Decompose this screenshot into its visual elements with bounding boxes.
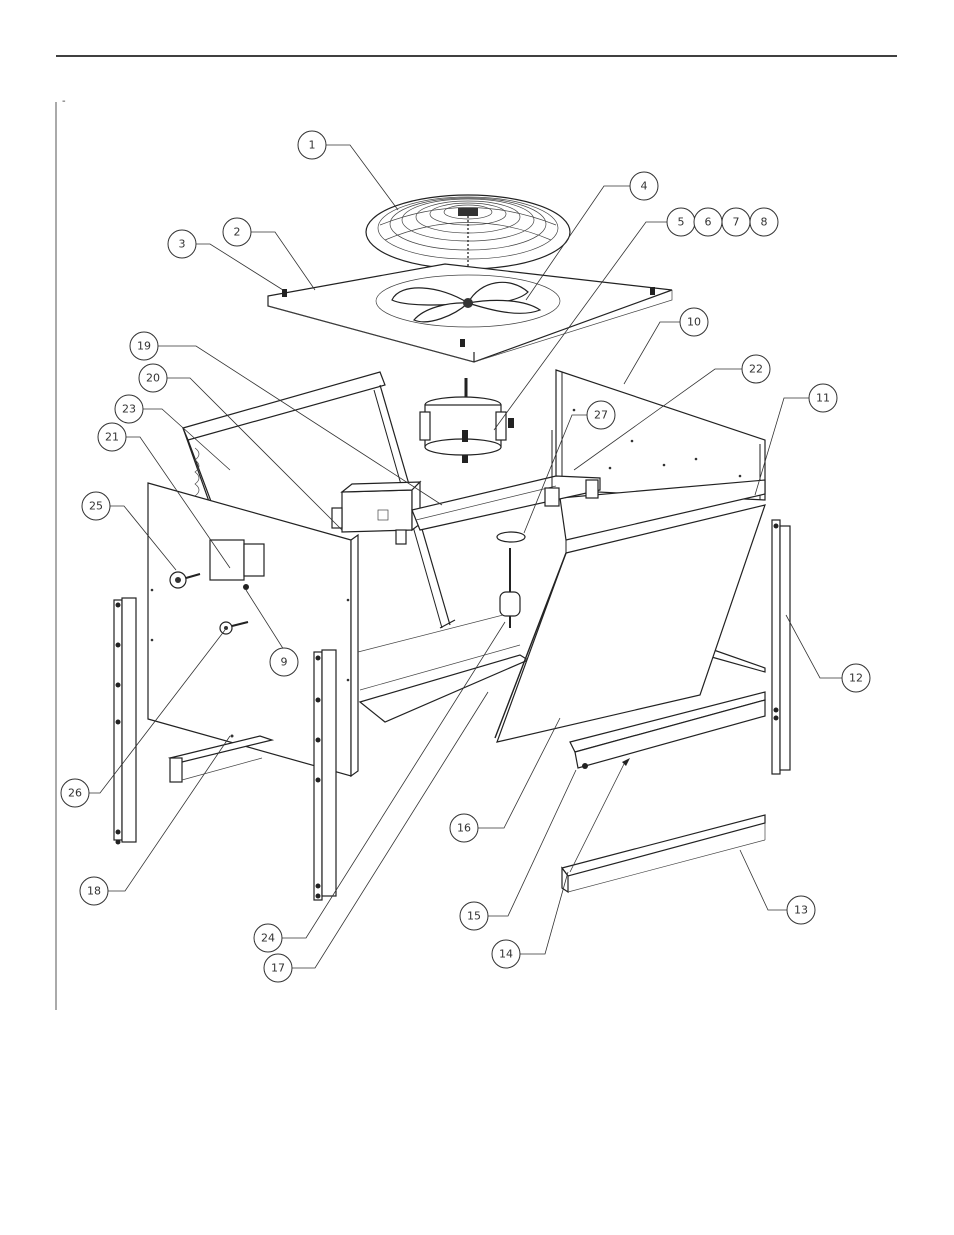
callout-12: 12: [841, 663, 871, 693]
callout-24: 24: [253, 923, 283, 953]
base-rail-13: [560, 814, 766, 894]
front-base-channel: [569, 691, 766, 769]
callout-9: 9: [269, 647, 299, 677]
callout-23: 23: [114, 394, 144, 424]
svg-text:16: 16: [457, 822, 471, 835]
left-front-panel: [147, 482, 359, 778]
page-mark: -: [62, 96, 66, 107]
fan-blade: [391, 281, 542, 323]
svg-text:9: 9: [281, 656, 288, 669]
svg-text:21: 21: [105, 431, 119, 444]
callout-6: 6: [693, 207, 723, 237]
svg-text:7: 7: [733, 216, 740, 229]
svg-text:13: 13: [794, 904, 808, 917]
fan-guard: [365, 194, 571, 270]
base-rear-rail: [707, 647, 766, 673]
callout-22: 22: [741, 354, 771, 384]
callout-14: 14: [491, 939, 521, 969]
base-left-bracket: [167, 735, 275, 783]
callout-25: 25: [81, 491, 111, 521]
corner-post-left-rear: [113, 597, 137, 845]
base-drain-pan: [357, 611, 530, 723]
svg-text:5: 5: [678, 216, 685, 229]
svg-text:25: 25: [89, 500, 103, 513]
svg-text:22: 22: [749, 363, 763, 376]
svg-text:2: 2: [234, 226, 241, 239]
svg-text:4: 4: [641, 180, 648, 193]
svg-text:12: 12: [849, 672, 863, 685]
svg-text:20: 20: [146, 372, 160, 385]
svg-text:27: 27: [594, 409, 608, 422]
service-valve: [544, 430, 560, 507]
svg-text:1: 1: [309, 139, 316, 152]
callout-20: 20: [138, 363, 168, 393]
svg-text:8: 8: [761, 216, 768, 229]
callout-4: 4: [629, 171, 659, 201]
callout-2: 2: [222, 217, 252, 247]
top-panel-screws: [282, 287, 655, 347]
svg-text:17: 17: [271, 962, 285, 975]
svg-text:19: 19: [137, 340, 151, 353]
leader-lines: [77, 144, 842, 969]
svg-text:15: 15: [467, 910, 481, 923]
callout-15: 15: [459, 901, 489, 931]
callout-10: 10: [679, 307, 709, 337]
fan-motor: [419, 378, 514, 463]
callout-13: 13: [786, 895, 816, 925]
callout-5: 5: [666, 207, 696, 237]
callout-3: 3: [167, 229, 197, 259]
right-front-panel: [494, 504, 766, 743]
svg-text:10: 10: [687, 316, 701, 329]
callout-19: 19: [129, 331, 159, 361]
svg-text:24: 24: [261, 932, 275, 945]
svg-text:14: 14: [499, 948, 513, 961]
top-panel: [267, 263, 673, 363]
callout-16: 16: [449, 813, 479, 843]
callout-21: 21: [97, 422, 127, 452]
corner-post-left-front: [313, 649, 337, 901]
corner-post-right: [771, 519, 791, 775]
callout-8: 8: [749, 207, 779, 237]
callout-17: 17: [263, 953, 293, 983]
svg-text:18: 18: [87, 885, 101, 898]
callout-1: 1: [297, 130, 327, 160]
svg-text:3: 3: [179, 238, 186, 251]
callout-7: 7: [721, 207, 751, 237]
callout-18: 18: [79, 876, 109, 906]
callout-11: 11: [808, 383, 838, 413]
accumulator: [496, 531, 526, 628]
svg-text:23: 23: [122, 403, 136, 416]
callout-27: 27: [586, 400, 616, 430]
callout-26: 26: [60, 778, 90, 808]
control-box: [331, 480, 422, 545]
svg-text:6: 6: [705, 216, 712, 229]
svg-text:26: 26: [68, 787, 82, 800]
svg-text:11: 11: [816, 392, 830, 405]
